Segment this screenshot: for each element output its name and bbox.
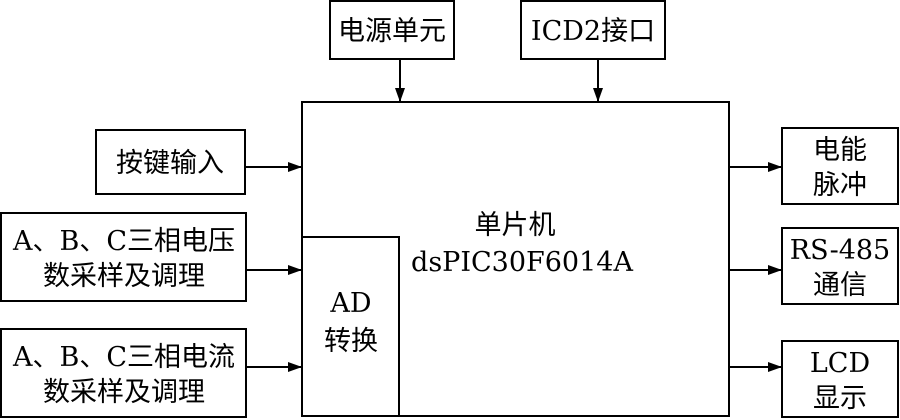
ad-converter-block: AD 转换	[301, 236, 400, 417]
current-sampling-line2: 数采样及调理	[43, 377, 205, 408]
rs485-line1: RS-485	[790, 235, 890, 266]
energy-pulse-block: 电能 脉冲	[781, 127, 899, 205]
power-unit-block: 电源单元	[329, 0, 455, 60]
rs485-line2: 通信	[813, 270, 867, 301]
mcu-model-label: dsPIC30F6014A	[411, 247, 633, 278]
energy-pulse-line1: 电能	[813, 135, 867, 166]
icd2-interface-block: ICD2接口	[520, 0, 666, 60]
lcd-block: LCD 显示	[781, 340, 899, 418]
current-sampling-block: A、B、C三相电流 数采样及调理	[0, 328, 247, 418]
key-input-block: 按键输入	[95, 129, 246, 195]
voltage-sampling-block: A、B、C三相电压 数采样及调理	[0, 212, 247, 302]
ad-label: AD	[329, 288, 371, 319]
lcd-line1: LCD	[810, 348, 870, 379]
key-input-label: 按键输入	[116, 148, 224, 179]
current-sampling-line1: A、B、C三相电流	[12, 342, 235, 373]
mcu-name-label: 单片机	[475, 210, 556, 241]
lcd-line2: 显示	[813, 383, 867, 414]
ad-conversion-label: 转换	[324, 326, 378, 357]
icd2-interface-label: ICD2接口	[531, 16, 655, 47]
voltage-sampling-line2: 数采样及调理	[43, 261, 205, 292]
power-unit-label: 电源单元	[338, 16, 446, 47]
rs485-block: RS-485 通信	[781, 227, 899, 305]
voltage-sampling-line1: A、B、C三相电压	[12, 226, 235, 257]
energy-pulse-line2: 脉冲	[813, 170, 867, 201]
